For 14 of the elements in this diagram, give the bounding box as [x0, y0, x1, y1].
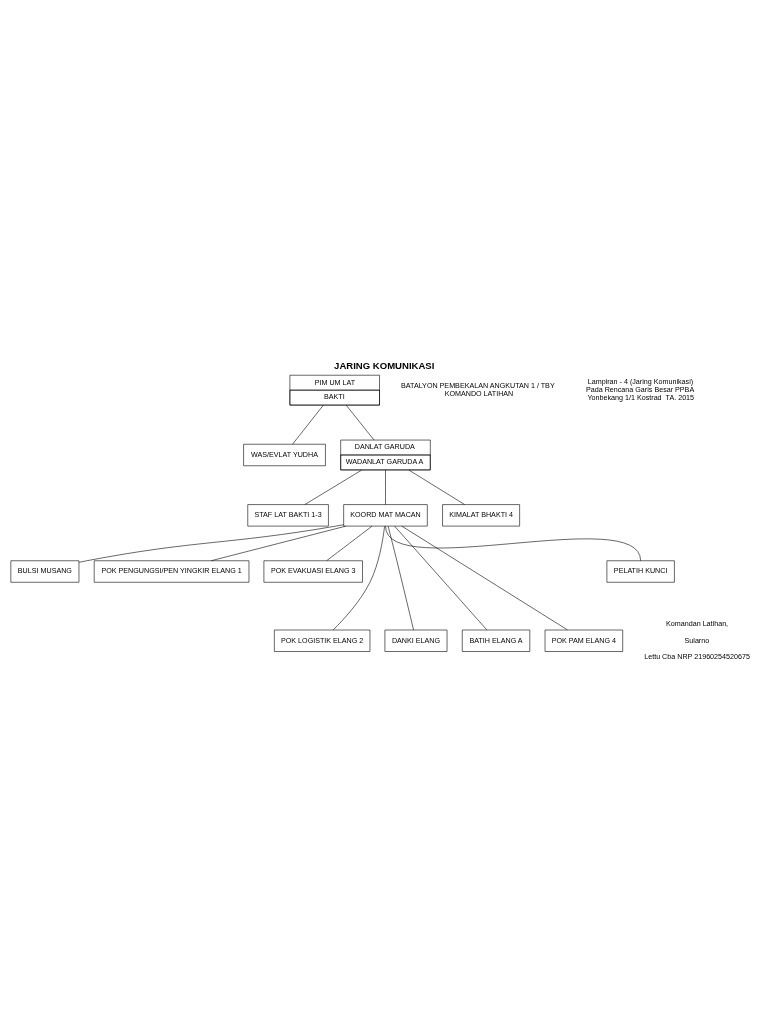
connector: [292, 404, 324, 445]
connector: [326, 525, 373, 561]
connector: [394, 525, 488, 631]
connector: [332, 526, 385, 631]
connector: [387, 525, 414, 631]
connector: [385, 469, 386, 505]
connector: [211, 525, 347, 561]
diagram-title: JARING KOMUNIKASI: [334, 359, 435, 371]
connector: [401, 525, 568, 631]
connector: [78, 524, 344, 563]
connector: [304, 469, 362, 505]
connector: [345, 404, 375, 441]
connector: [385, 525, 641, 562]
connector: [408, 469, 465, 505]
